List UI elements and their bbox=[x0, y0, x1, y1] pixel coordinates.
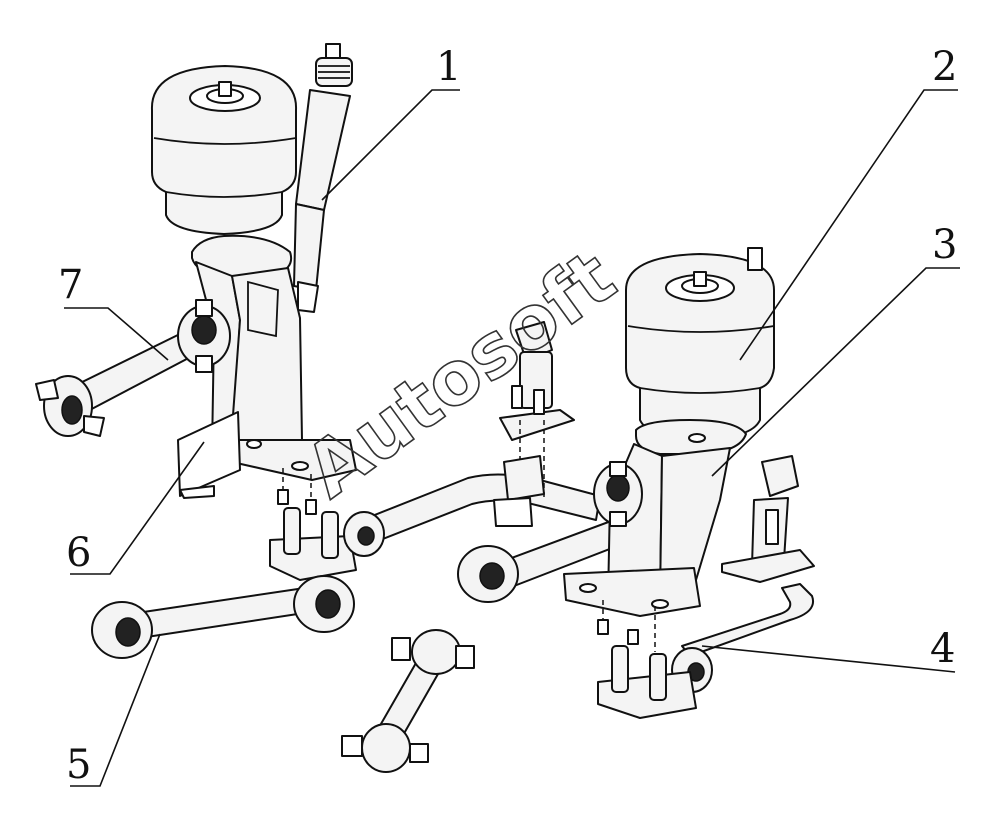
upper-control-arm-left bbox=[35, 299, 231, 437]
leader-3 bbox=[711, 267, 960, 477]
leader-2 bbox=[739, 89, 958, 361]
loose-control-link bbox=[341, 629, 475, 773]
leader-lines bbox=[64, 89, 960, 787]
callout-4: 4 bbox=[930, 626, 955, 672]
leader-5 bbox=[70, 633, 161, 787]
lower-control-arm-left bbox=[91, 575, 355, 659]
left-spring-bracket bbox=[191, 234, 357, 481]
left-mount-plate bbox=[269, 468, 357, 581]
leader-6 bbox=[70, 441, 205, 575]
watermark: Autosoft bbox=[289, 233, 631, 515]
leader-7 bbox=[64, 307, 169, 361]
callout-2: 2 bbox=[932, 44, 957, 90]
left-air-spring bbox=[150, 65, 298, 235]
center-bracket bbox=[493, 321, 575, 527]
callout-7: 7 bbox=[58, 262, 83, 308]
label-bracket bbox=[177, 411, 241, 499]
leader-4 bbox=[701, 645, 956, 673]
watermark-text: Autosoft bbox=[290, 234, 631, 514]
callout-1: 1 bbox=[436, 44, 461, 90]
shock-absorber-left bbox=[293, 43, 353, 313]
callout-3: 3 bbox=[932, 222, 957, 268]
right-upper-link bbox=[593, 461, 643, 527]
right-mount-plate bbox=[597, 600, 697, 719]
callout-5: 5 bbox=[66, 742, 91, 788]
right-air-spring bbox=[625, 247, 775, 441]
right-bracket-stand bbox=[721, 455, 815, 583]
leader-1 bbox=[321, 89, 460, 201]
callout-6: 6 bbox=[66, 530, 91, 576]
